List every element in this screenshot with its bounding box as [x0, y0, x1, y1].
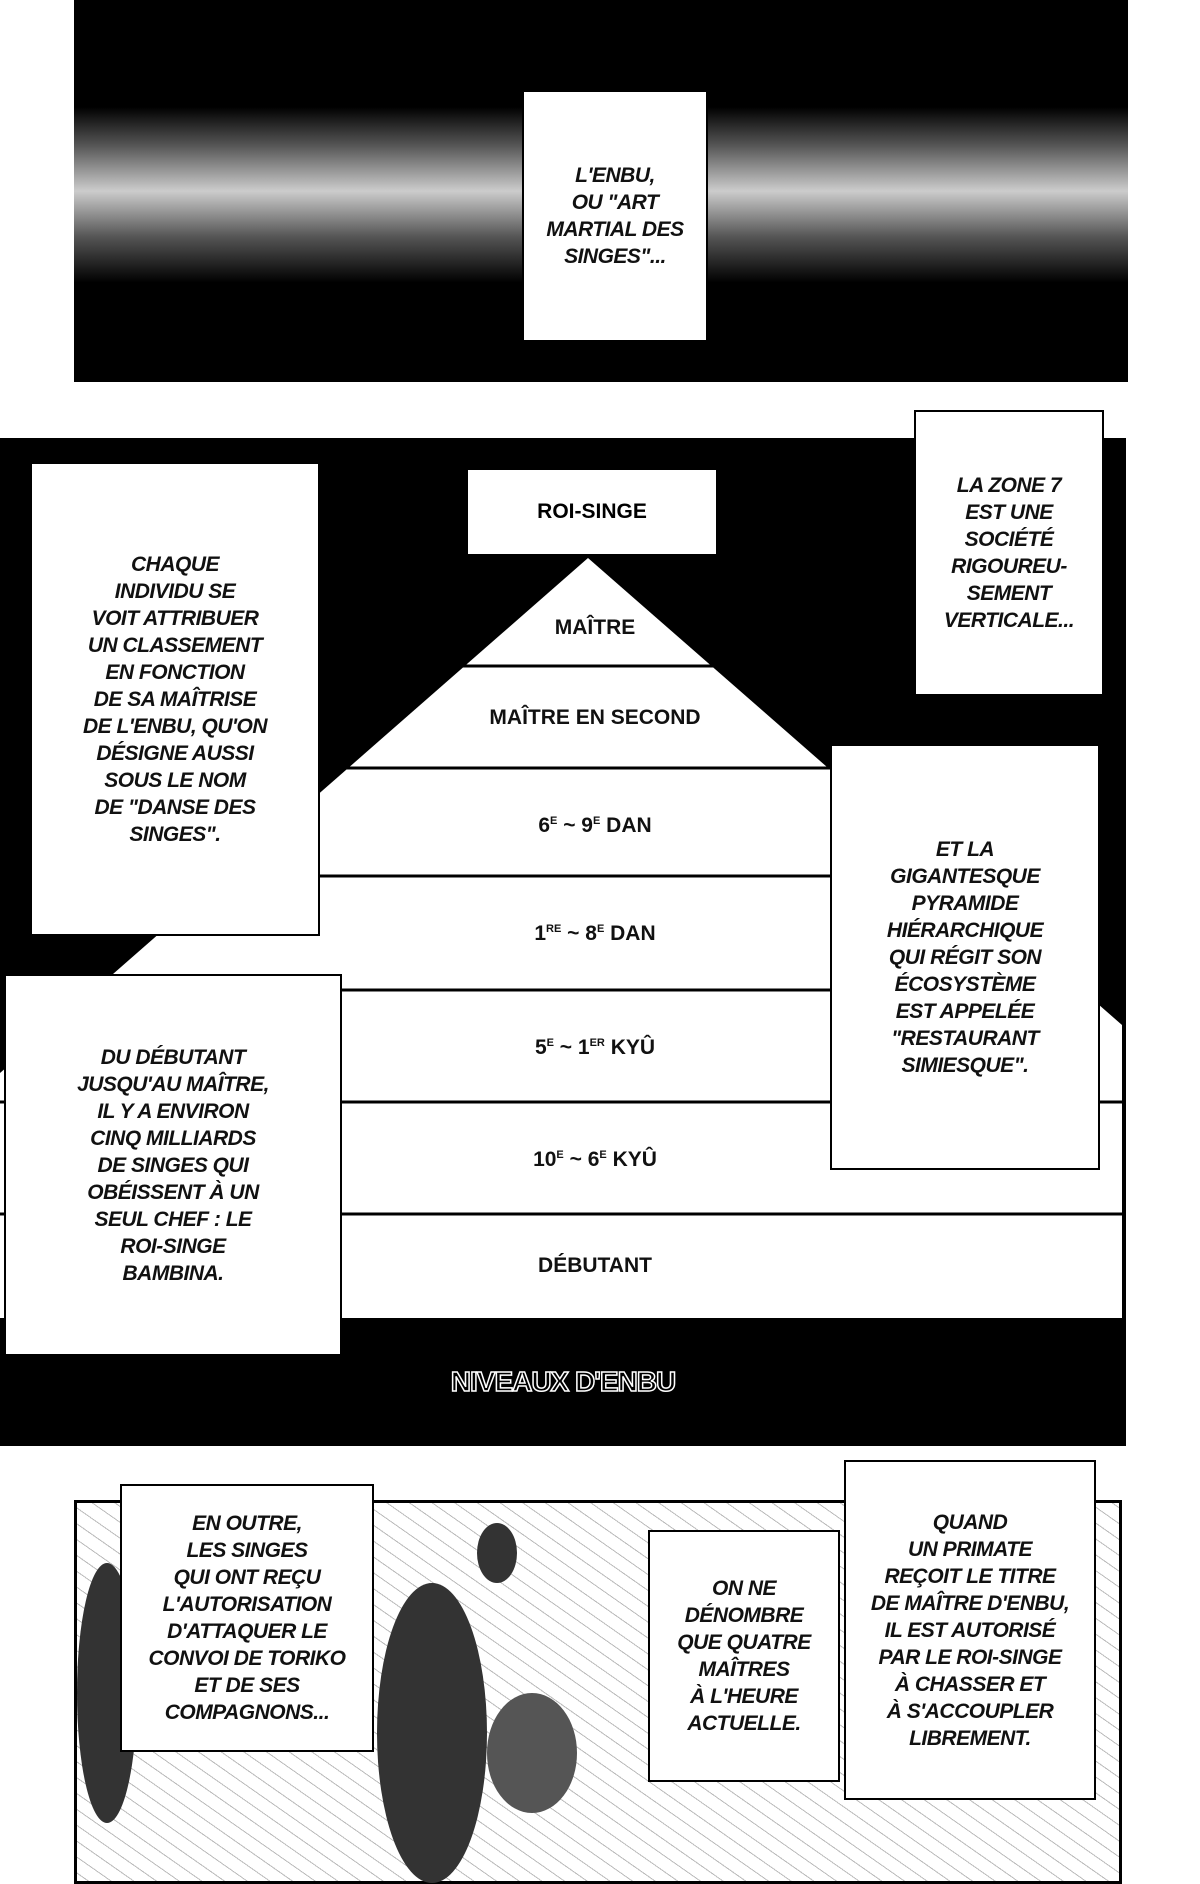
pyramid-title: NIVEAUX D'ENBU — [450, 1365, 677, 1398]
caption-text: EN OUTRE, LES SINGES QUI ONT REÇU L'AUTO… — [148, 1512, 346, 1724]
caption-box-classement: CHAQUE INDIVIDU SE VOIT ATTRIBUER UN CLA… — [30, 462, 320, 936]
tier-maitre-en-second: MAÎTRE EN SECOND — [489, 706, 701, 729]
caption-box-zone7: LA ZONE 7 EST UNE SOCIÉTÉ RIGOUREU- SEME… — [914, 410, 1104, 696]
caption-text: QUAND UN PRIMATE REÇOIT LE TITRE DE MAÎT… — [870, 1510, 1070, 1750]
caption-text: DU DÉBUTANT JUSQU'AU MAÎTRE, IL Y A ENVI… — [77, 1045, 269, 1285]
caption-box-pyramide: ET LA GIGANTESQUE PYRAMIDE HIÉRARCHIQUE … — [830, 744, 1100, 1170]
caption-box-primate: QUAND UN PRIMATE REÇOIT LE TITRE DE MAÎT… — [844, 1460, 1096, 1800]
caption-box-quatre-maitres: ON NE DÉNOMBRE QUE QUATRE MAÎTRES À L'HE… — [648, 1530, 840, 1782]
caption-text: ON NE DÉNOMBRE QUE QUATRE MAÎTRES À L'HE… — [677, 1577, 811, 1735]
tier-5-1-kyu: 5E ~ 1ER KYÛ — [534, 1036, 656, 1059]
tier-roi-singe: ROI-SINGE — [468, 470, 716, 554]
caption-text: CHAQUE INDIVIDU SE VOIT ATTRIBUER UN CLA… — [83, 552, 268, 846]
caption-box-enbu: L'ENBU, OU "ART MARTIAL DES SINGES"... — [522, 90, 708, 342]
tier-maitre: MAÎTRE — [554, 616, 636, 639]
tier-1-8-dan: 1RE ~ 8E DAN — [534, 922, 656, 945]
caption-box-debutant: DU DÉBUTANT JUSQU'AU MAÎTRE, IL Y A ENVI… — [4, 974, 342, 1356]
caption-text: L'ENBU, OU "ART MARTIAL DES SINGES"... — [546, 164, 684, 268]
monkey-figure — [377, 1583, 487, 1883]
caption-box-en-outre: EN OUTRE, LES SINGES QUI ONT REÇU L'AUTO… — [120, 1484, 374, 1752]
monkey-figure — [487, 1693, 577, 1813]
monkey-figure — [477, 1523, 517, 1583]
caption-text: LA ZONE 7 EST UNE SOCIÉTÉ RIGOUREU- SEME… — [943, 474, 1075, 632]
tier-10-6-kyu: 10E ~ 6E KYÛ — [533, 1148, 657, 1171]
tier-6-9-dan: 6E ~ 9E DAN — [538, 814, 652, 837]
tier-debutant: DÉBUTANT — [538, 1254, 652, 1277]
caption-text: ET LA GIGANTESQUE PYRAMIDE HIÉRARCHIQUE … — [886, 837, 1044, 1077]
